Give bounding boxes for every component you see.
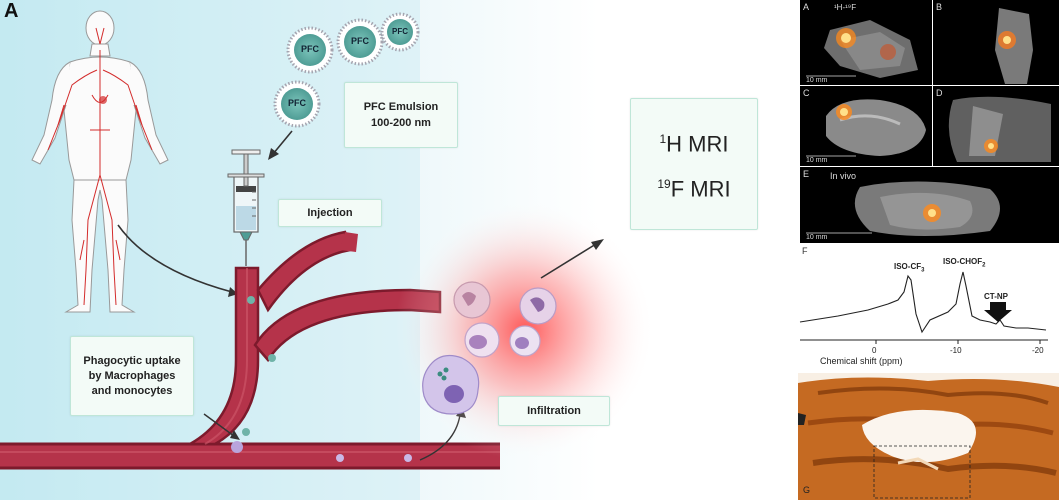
mri-a-label: A [803,2,810,12]
uptake-line-1: Phagocytic uptake [83,354,181,367]
mri-image-b: B [933,0,1059,85]
x-axis-label: Chemical shift (ppm) [820,356,903,366]
human-body-icon [31,10,169,313]
infiltration-box: Infiltration [498,396,610,426]
tick-label: -10 [950,346,962,355]
injection-box: Injection [278,199,382,227]
mri-image-a: A ¹H-¹⁹F 10 mm [800,0,932,85]
syringe-icon [227,149,265,266]
histology-label: G [803,485,811,495]
tick-label: 0 [872,346,877,355]
emulsion-line-1: PFC Emulsion [363,101,439,113]
panel-b: B A ¹H-¹⁹F 10 mm B [798,0,1059,500]
nmr-spectrum: F ISO-CF3 ISO-CHOF2 CT-NP 0 -10 -20 Chem… [798,244,1059,372]
panel-a-letter: A [4,0,19,22]
mri-c-label: C [803,88,810,98]
macrophage-icon [422,355,480,415]
phagocytic-uptake-box: Phagocytic uptake by Macrophages and mon… [70,336,194,416]
mri-image-c: C 10 mm [800,86,932,166]
pfc-particles [273,12,420,128]
h-mri-superscript: 1 [659,131,667,146]
peak-label: CT-NP [984,292,1008,301]
spectrum-label: F [802,246,808,256]
infiltration-label: Infiltration [527,405,581,417]
scale-bar-label: 10 mm [806,157,828,164]
pfc-label: PFC [288,98,306,108]
mri-image-e: E In vivo 10 mm [800,167,1059,243]
histology-image: G [798,373,1059,500]
injection-label: Injection [307,207,353,219]
mri-image-d: D [933,86,1059,166]
h-mri-label: 1H MRI [659,131,729,156]
mri-b-label: B [936,2,943,12]
blood-vessel [0,230,500,470]
f-mri-superscript: 19 [657,177,671,191]
mri-d-label: D [936,88,943,98]
scale-bar-label: 10 mm [806,234,828,241]
pfc-label: PFC [301,44,319,54]
tick-label: -20 [1032,346,1044,355]
panel-a-illustration [0,0,798,500]
peak-label: ISO-CF3 [894,262,925,274]
panel-a: PFC PFC PFC PFC A PFC Emulsion 100-200 n… [0,0,798,500]
mri-box: 1H MRI 19F MRI [630,98,758,230]
mri-a-title: ¹H-¹⁹F [834,3,857,12]
pfc-label: PFC [392,27,408,36]
peak-label: ISO-CHOF2 [943,257,986,269]
f-mri-label: 19F MRI [657,176,731,202]
emulsion-line-2: 100-200 nm [371,117,431,129]
mri-e-label: E [803,169,810,179]
mri-e-title: In vivo [830,171,857,181]
pfc-emulsion-box: PFC Emulsion 100-200 nm [344,82,458,148]
uptake-line-3: and monocytes [91,384,173,397]
body-to-vessel-arrow [117,224,233,293]
uptake-line-2: by Macrophages [88,369,176,382]
scale-bar-label: 10 mm [806,77,828,84]
immune-cells [422,281,557,415]
pfc-label: PFC [351,36,369,46]
